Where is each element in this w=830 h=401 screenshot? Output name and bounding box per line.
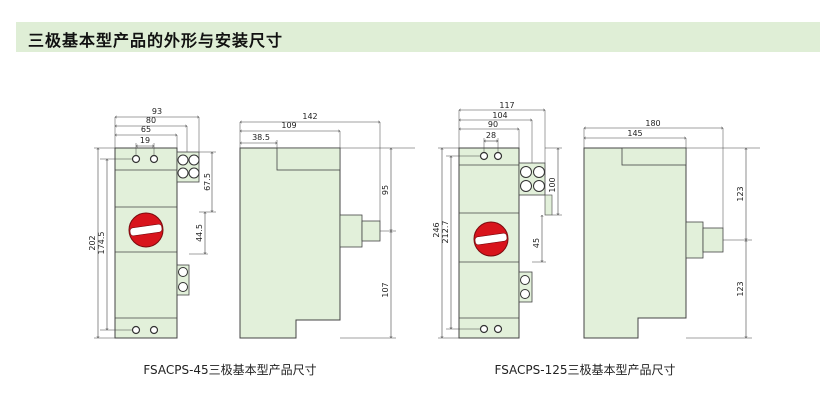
left-front-view: 93 80 65 19 202 174.5 67.5 44.5 [88,107,216,339]
left-top-screw-1 [131,154,141,164]
left-dim-38-5: 38.5 [252,133,270,142]
left-dim-93: 93 [152,107,162,116]
left-dim-65: 65 [141,125,151,134]
left-bottom-screw-2 [149,325,159,335]
right-dim-45: 45 [532,238,541,248]
left-dim-80: 80 [146,116,156,125]
left-dim-67-5: 67.5 [203,173,212,191]
right-side-knob-shaft [685,221,704,259]
right-bottom-screw-2 [493,324,503,334]
right-side-body [583,147,687,339]
left-dim-107: 107 [381,282,390,297]
left-product-caption: FSACPS-45三极基本型产品尺寸 [143,363,317,377]
right-dim-100: 100 [548,177,557,192]
left-side-knob-shaft [339,214,363,248]
right-top-screw-1 [479,151,489,161]
left-side-view: 142 109 38.5 95 107 [239,112,415,339]
right-front-view: 117 104 90 28 246 212.7 100 45 [432,101,562,339]
left-bottom-screw-1 [131,325,141,335]
left-side-body [239,147,341,339]
left-dim-202: 202 [88,235,97,250]
left-dim-142: 142 [302,112,317,121]
right-dim-28: 28 [486,131,496,140]
left-dim-95: 95 [381,185,390,195]
right-side-view: 180 145 123 123 [583,119,760,339]
right-dim-145: 145 [627,129,642,138]
right-dim-180: 180 [645,119,660,128]
right-dim-117: 117 [499,101,514,110]
left-dim-174-5: 174.5 [97,232,106,255]
right-dim-123-top: 123 [736,186,745,201]
left-dim-19: 19 [140,136,150,145]
section-title: 三极基本型产品的外形与安装尺寸 [28,31,284,50]
right-dim-123-bottom: 123 [736,281,745,296]
right-top-screw-2 [493,151,503,161]
right-dim-246: 246 [432,222,441,237]
section-title-bar: 三极基本型产品的外形与安装尺寸 [16,22,820,52]
left-top-screw-2 [149,154,159,164]
right-dim-212-7: 212.7 [441,221,450,244]
right-bottom-screw-1 [479,324,489,334]
right-dim-90: 90 [488,120,498,129]
right-dim-104: 104 [492,111,507,120]
right-product-caption: FSACPS-125三极基本型产品尺寸 [494,363,676,377]
left-dim-109: 109 [281,121,296,130]
left-dim-44-5: 44.5 [195,224,204,242]
